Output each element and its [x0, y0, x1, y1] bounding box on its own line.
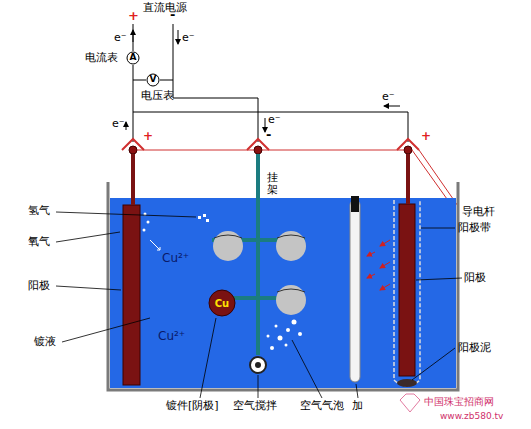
- watermark: www.zb580.tv: [440, 412, 503, 422]
- polarity-sign: -: [170, 8, 175, 22]
- part-label: 挂架: [267, 172, 278, 196]
- anode-bag: [394, 200, 420, 386]
- polarity-sign: +: [143, 130, 153, 143]
- anode-plate: [399, 204, 415, 376]
- leader-line: [137, 150, 458, 206]
- electron-label: e⁻: [112, 118, 125, 130]
- part-label: 空气气泡: [300, 400, 344, 412]
- watermark: 中国珠宝招商网: [424, 396, 494, 407]
- part-label: 氢气: [28, 205, 50, 217]
- node-heading: 电压表: [141, 90, 174, 102]
- part-label: 阳极泥: [458, 342, 491, 354]
- ion-arrow: [367, 240, 390, 290]
- conductor-rod: [129, 146, 412, 154]
- part-label: 阳极: [28, 280, 50, 292]
- ion-arrow: [150, 240, 160, 250]
- part-label: 镀液: [34, 336, 56, 348]
- polarity-sign: +: [421, 130, 431, 143]
- polarity-sign: +: [128, 9, 139, 23]
- part-label: 空气搅拌: [233, 400, 277, 412]
- voltmeter: V电压表: [146, 73, 160, 87]
- anode-mud: [397, 379, 417, 387]
- air-pipe: [250, 357, 266, 373]
- electron-label: e⁻: [182, 32, 195, 44]
- electron-arrow: [126, 30, 400, 132]
- node-heading: 电流表: [85, 52, 118, 64]
- electron-label: e⁻: [114, 32, 127, 44]
- node-text: V: [150, 75, 157, 85]
- electron-label: e⁻: [382, 91, 395, 103]
- ammeter: A电流表: [126, 51, 140, 65]
- part-label: 氧气: [28, 236, 50, 248]
- node-text: Cu: [215, 298, 229, 309]
- tank: [108, 182, 458, 390]
- leader-line: [56, 212, 462, 398]
- part-label: 阳极带: [458, 222, 491, 234]
- plated-part: Cu: [208, 289, 236, 317]
- hanger: [212, 154, 306, 355]
- wire: [133, 24, 408, 142]
- part-label: 导电杆: [462, 206, 495, 218]
- part-label: 加: [352, 400, 363, 412]
- node-text: A: [130, 53, 137, 63]
- power-label: 直流电源: [143, 2, 187, 14]
- plating-solution: [110, 198, 456, 388]
- part-label: 阳极: [464, 272, 486, 284]
- part-label: 镀件[阴极]: [166, 400, 219, 412]
- watermark-logo: [400, 394, 420, 412]
- ion-label: Cu²⁺: [158, 330, 185, 343]
- polarity-sign: -: [266, 128, 271, 142]
- electron-label: e⁻: [268, 114, 281, 126]
- ion-label: Cu²⁺: [162, 252, 189, 265]
- heater: [350, 200, 360, 382]
- air-bubble: [267, 320, 303, 351]
- anode-plate: [123, 205, 140, 385]
